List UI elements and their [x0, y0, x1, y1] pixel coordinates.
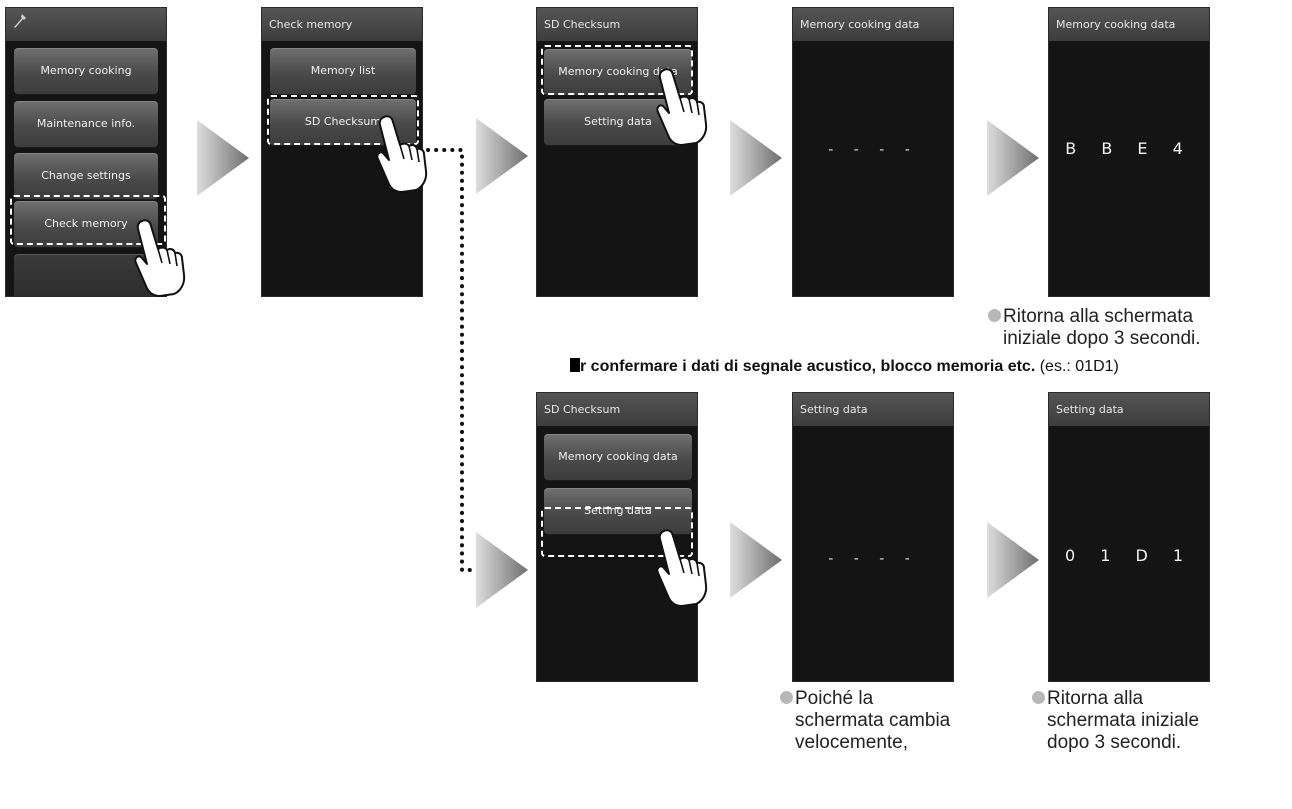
pointing-hand-icon [650, 66, 710, 146]
screen-title: SD Checksum [537, 393, 697, 426]
screen-memory-cooking-data-processing: Memory cooking data - - - - [792, 7, 954, 297]
arrow-right-icon [730, 522, 782, 598]
memory-list-button[interactable]: Memory list [270, 48, 416, 94]
screen-main-menu: Memory cooking Maintenance info. Change … [5, 7, 167, 297]
screen-memory-cooking-data-result: Memory cooking data B B E 4 [1048, 7, 1210, 297]
bullet-icon [1032, 691, 1045, 704]
memory-cooking-data-button[interactable]: Memory cooking data [544, 434, 692, 480]
pointing-hand-icon [128, 217, 188, 297]
screen-title: SD Checksum [537, 8, 697, 41]
checksum-value: B B E 4 [1065, 139, 1193, 158]
screen-setting-data-processing: Setting data - - - - [792, 392, 954, 682]
screen-title: Check memory [262, 8, 422, 41]
maintenance-info-button[interactable]: Maintenance info. [14, 101, 158, 147]
note-return-bottom: Ritorna alla schermata iniziale dopo 3 s… [1032, 688, 1199, 754]
screen-setting-data-result: Setting data 0 1 D 1 [1048, 392, 1210, 682]
arrow-right-icon [476, 118, 528, 194]
bullet-icon [988, 309, 1001, 322]
pointing-hand-icon [650, 527, 710, 607]
arrow-right-icon [476, 532, 528, 608]
processing-indicator: - - - - [828, 142, 918, 158]
setting-data-button[interactable]: Setting data [544, 488, 692, 534]
screen-title: Memory cooking data [1049, 8, 1209, 41]
note-return-top: Ritorna alla schermata iniziale dopo 3 s… [988, 306, 1201, 350]
screen-header [6, 8, 166, 41]
arrow-right-icon [197, 120, 249, 196]
sd-checksum-button[interactable]: SD Checksum [270, 99, 416, 145]
check-memory-button[interactable]: Check memory [14, 201, 158, 247]
arrow-right-icon [730, 120, 782, 196]
checksum-value: 0 1 D 1 [1064, 546, 1194, 565]
screen-title: Memory cooking data [793, 8, 953, 41]
screen-sd-checksum-setting: SD Checksum Memory cooking data Setting … [536, 392, 698, 682]
memory-cooking-button[interactable]: Memory cooking [14, 48, 158, 94]
pointing-hand-icon [370, 113, 430, 193]
bullet-icon [780, 691, 793, 704]
screen-title: Setting data [793, 393, 953, 426]
note-fast-change: Poiché la schermata cambia velocemente, [780, 688, 950, 754]
redacted-mark [570, 358, 580, 372]
change-settings-button[interactable]: Change settings [14, 153, 158, 199]
processing-indicator: - - - - [828, 551, 918, 567]
screen-sd-checksum: SD Checksum Memory cooking data Setting … [536, 7, 698, 297]
faded-menu-button [14, 254, 158, 296]
arrow-right-icon [987, 120, 1039, 196]
screen-title: Setting data [1049, 393, 1209, 426]
wrench-icon [13, 9, 27, 42]
arrow-right-icon [987, 522, 1039, 598]
section-subtitle: r confermare i dati di segnale acustico,… [570, 358, 1119, 376]
